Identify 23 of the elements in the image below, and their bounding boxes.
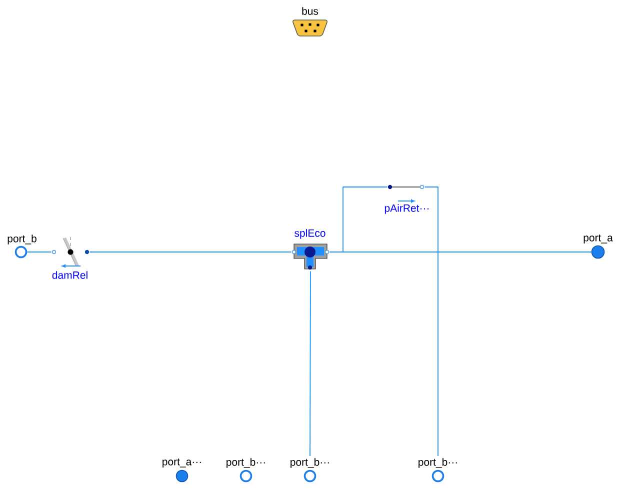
connection-line — [310, 270, 311, 456]
hollow-port-circle — [14, 246, 28, 258]
port-label: port_a — [584, 234, 613, 244]
filled-port-circle — [591, 245, 605, 259]
hollow-port-circle — [240, 470, 252, 482]
filled-port-circle — [176, 470, 188, 482]
connection-line — [424, 186, 438, 456]
port-label: port_a··· — [162, 458, 201, 468]
bus-connector-icon — [292, 20, 328, 36]
component-label: damRel — [52, 271, 88, 279]
component-label: pAirRet··· — [384, 204, 428, 214]
port-label: port_b··· — [226, 458, 265, 468]
component-label: splEco — [294, 229, 326, 239]
bus-label: bus — [302, 7, 318, 15]
sensor-icon — [388, 184, 424, 203]
port-label: port_b··· — [418, 458, 457, 468]
hollow-port-circle — [432, 470, 444, 482]
hollow-port-circle — [304, 470, 316, 482]
port-label: port_b··· — [290, 458, 329, 468]
connection-line — [329, 186, 388, 252]
damper-icon — [52, 236, 90, 268]
splitter-icon — [292, 244, 330, 270]
port-label: port_b — [8, 234, 36, 244]
